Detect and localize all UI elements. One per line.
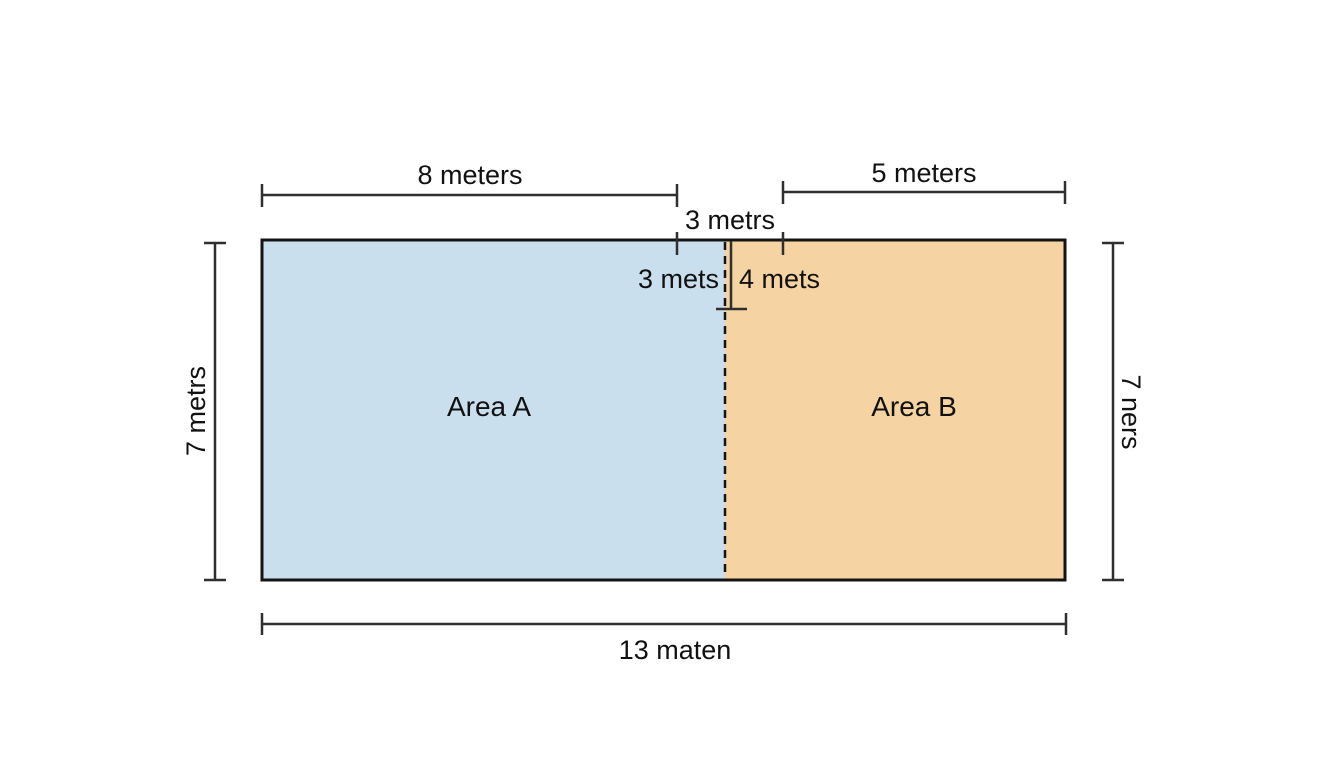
dimension-line-bottom xyxy=(260,613,1068,635)
interior-dimension-mark xyxy=(716,241,747,311)
dimension-label-top-middle: 3 metrs xyxy=(685,205,775,235)
dimension-line-left xyxy=(204,241,226,582)
area-b-label: Area B xyxy=(871,391,957,422)
dimension-label-bottom: 13 maten xyxy=(619,635,732,665)
dimension-label-inner-right: 4 mets xyxy=(739,264,820,294)
dimension-ticks-3m xyxy=(675,232,785,255)
dimension-label-inner-left: 3 mets xyxy=(638,264,719,294)
dimension-line-8m xyxy=(260,184,679,207)
dimension-label-left: 7 metrs xyxy=(181,366,211,456)
dimension-label-top-right: 5 meters xyxy=(871,158,976,188)
dimension-line-right xyxy=(1102,241,1124,582)
area-a-label: Area A xyxy=(447,391,531,422)
dimension-line-5m xyxy=(781,181,1067,204)
dimension-label-right: 7 ners xyxy=(1116,374,1146,449)
rectangle-outline xyxy=(260,238,1067,582)
area-a-region xyxy=(262,240,725,580)
area-b-region xyxy=(725,240,1065,580)
dimension-label-top-left: 8 meters xyxy=(417,160,522,190)
